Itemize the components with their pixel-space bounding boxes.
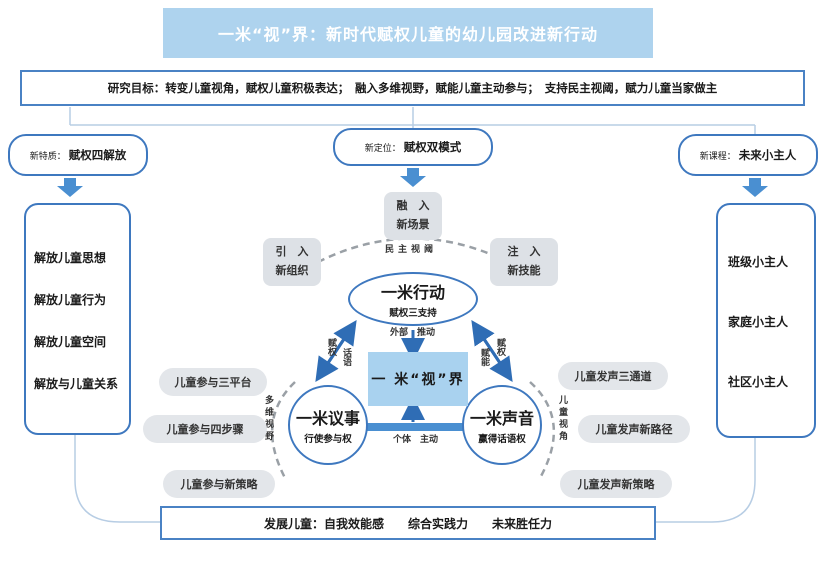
arc-label-top: 民主视阈 [385,245,438,255]
circle-voice-sub: 赢得话语权 [478,434,526,445]
inner-arrows [315,320,513,422]
box-new-scene-line2: 新场景 [396,218,430,231]
left-panel-item: 解放与儿童关系 [34,377,119,391]
circle-voice-title: 一米声音 [469,409,534,428]
center-box: 一 米“视”界 [368,352,468,406]
left-panel-item: 解放儿童思想 [34,251,107,265]
box-new-scene-line1: 融 入 [396,199,430,213]
left-panel-item: 解放儿童行为 [34,293,107,307]
box-new-skill-line1: 注 入 [507,245,541,259]
arc-label-right: 儿童视角 [557,395,567,443]
label-left-pair-2: 话语 [341,348,351,366]
center-branch-pill: 新定位： 赋权双模式 [333,128,493,166]
circle-discuss-sub: 行使参与权 [304,434,352,445]
left-pill: 儿童参与四步骤 [143,415,267,443]
circle-action: 一米行动 赋权三支持 [348,272,478,326]
right-pill: 儿童发声三通道 [558,362,668,390]
label-left-pair-1: 赋权 [326,338,336,356]
left-branch-pill: 新特质： 赋权四解放 [8,134,148,176]
circle-voice: 一米声音 赢得话语权 [462,385,542,465]
left-pill: 儿童参与三平台 [159,368,267,396]
circle-discuss-title: 一米议事 [295,409,360,428]
right-branch-prefix: 新课程： [699,151,736,162]
label-external: 外部 推动 [390,328,436,338]
box-new-org: 引 入 新组织 [263,238,321,286]
right-panel: 班级小主人 家庭小主人 社区小主人 [716,203,816,438]
box-new-org-line2: 新组织 [275,264,309,277]
right-pill: 儿童发声新策略 [560,470,672,498]
branch-connectors [69,107,756,523]
box-new-skill: 注 入 新技能 [490,238,558,286]
right-panel-item: 家庭小主人 [728,315,789,329]
left-branch-label: 赋权四解放 [68,148,127,162]
label-right-pair-1: 赋能 [479,348,489,366]
box-new-org-line1: 引 入 [275,245,309,259]
right-pill: 儿童发声新路径 [578,415,690,443]
box-new-scene: 融 入 新场景 [384,192,442,240]
center-branch-prefix: 新定位： [364,143,401,154]
box-new-skill-line2: 新技能 [507,264,541,277]
research-goal: 研究目标：转变儿童视角，赋权儿童积极表达； 融入多维视野，赋能儿童主动参与； 支… [20,70,805,106]
right-branch-label: 未来小主人 [738,148,797,162]
right-branch-pill: 新课程： 未来小主人 [678,134,818,176]
left-branch-prefix: 新特质： [29,151,66,162]
link-bar [360,423,470,431]
circle-action-title: 一米行动 [380,283,445,302]
label-right-pair-2: 赋权 [495,338,505,356]
center-branch-label: 赋权双模式 [403,140,462,154]
right-panel-item: 班级小主人 [728,255,789,269]
bottom-bar: 发展儿童：自我效能感 综合实践力 未来胜任力 [160,506,656,540]
left-panel: 解放儿童思想 解放儿童行为 解放儿童空间 解放与儿童关系 [24,203,131,435]
circle-action-sub: 赋权三支持 [389,308,437,319]
right-panel-item: 社区小主人 [728,375,789,389]
label-individual: 个体 主动 [393,435,439,445]
left-panel-item: 解放儿童空间 [34,335,107,349]
arc-label-left: 多维视野 [263,395,273,443]
circle-discuss: 一米议事 行使参与权 [288,385,368,465]
block-arrows [57,168,768,197]
left-pill: 儿童参与新策略 [163,470,275,498]
page-title: 一米“视”界：新时代赋权儿童的幼儿园改进新行动 [163,8,653,58]
